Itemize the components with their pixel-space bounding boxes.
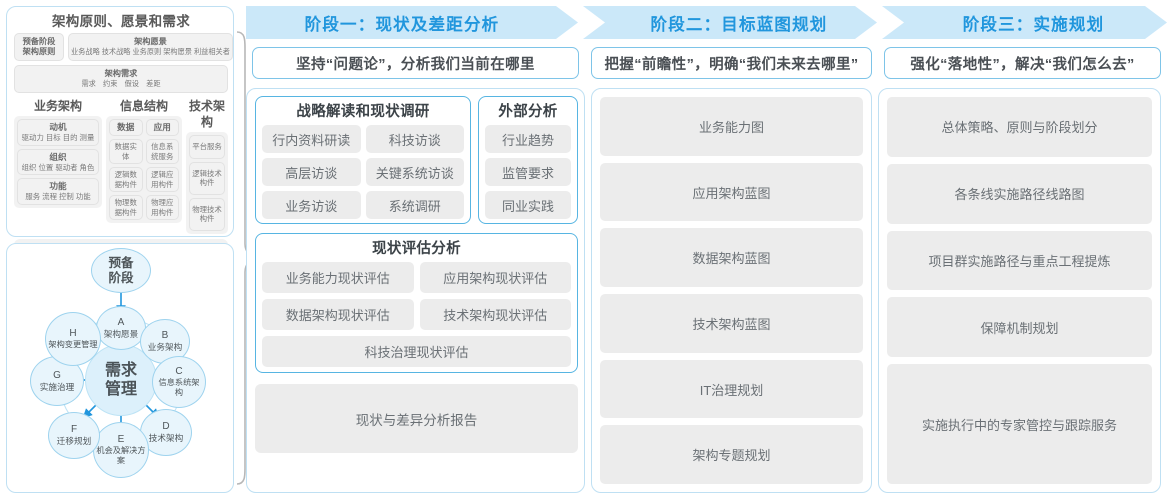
technology-architecture-body: 平台服务 逻辑技术构件 物理技术构件 bbox=[186, 132, 228, 234]
architecture-vision-title: 架构愿景 bbox=[134, 37, 167, 46]
architecture-requirements-items: 需求 约束 假设 差距 bbox=[81, 79, 161, 88]
phase-banner-2-label: 阶段二：目标蓝图规划 bbox=[650, 15, 828, 34]
current-assessment-card: 现状评估分析 业务能力现状评估 应用架构现状评估 数据架构现状评估 技术架构现状… bbox=[255, 233, 578, 373]
tile-strategy-0[interactable]: 行内资料研读 bbox=[262, 125, 361, 153]
business-architecture-head: 业务架构 bbox=[33, 99, 82, 113]
technology-architecture-head: 技术架构 bbox=[188, 99, 225, 129]
phase-1-panel: 战略解读和现状调研 行内资料研读 科技访谈 高层访谈 关键系统访谈 业务访谈 系… bbox=[246, 88, 585, 493]
tile-phase2-0[interactable]: 业务能力图 bbox=[600, 97, 863, 156]
adm-node-c[interactable]: C 信息系统架构 bbox=[152, 356, 206, 408]
external-analysis-tiles: 行业趋势 监管要求 同业实践 bbox=[485, 125, 571, 219]
information-structure-column: 信息结构 数据 数据实体 bbox=[106, 98, 182, 234]
tile-phase3-1[interactable]: 各条线实施路径线路图 bbox=[887, 163, 1152, 224]
information-structure-body: 数据 数据实体 逻辑数据构件 物理数据构件 bbox=[106, 116, 182, 223]
tile-phase2-3[interactable]: 技术架构蓝图 bbox=[600, 294, 863, 353]
left-column: 架构原则、愿景和需求 预备阶段 架构原则 架构愿景 业务战略 技术战略 业务原则… bbox=[6, 6, 258, 493]
tile-assess-2[interactable]: 数据架构现状评估 bbox=[262, 299, 414, 330]
information-structure-head: 信息结构 bbox=[119, 99, 168, 113]
tile-phase2-2[interactable]: 数据架构蓝图 bbox=[600, 228, 863, 288]
architecture-vision-cell: 架构愿景 业务战略 技术战略 业务原则 架构愿景 利益相关者 bbox=[68, 33, 233, 61]
current-assessment-title: 现状评估分析 bbox=[372, 241, 461, 257]
architecture-vision-items: 业务战略 技术战略 业务原则 架构愿景 利益相关者 bbox=[71, 47, 230, 56]
tile-strategy-4[interactable]: 业务访谈 bbox=[262, 191, 361, 219]
business-architecture-body: 动机 驱动力 目标 目的 测量 组织 组织 位置 驱动者 角色 功能 服务 流程… bbox=[14, 116, 102, 208]
prep-phase-cell: 预备阶段 架构原则 bbox=[14, 33, 64, 61]
togaf-framework-panel: 架构原则、愿景和需求 预备阶段 架构原则 架构愿景 业务战略 技术战略 业务原则… bbox=[6, 6, 234, 286]
tile-assess-governance[interactable]: 科技治理现状评估 bbox=[262, 336, 571, 367]
function-cell: 功能 服务 流程 控制 功能 bbox=[17, 178, 99, 205]
data-subcolumn: 数据 数据实体 逻辑数据构件 物理数据构件 bbox=[109, 119, 143, 220]
phase-banner-3[interactable]: 阶段三：实施规划 bbox=[882, 6, 1167, 39]
strategy-research-title: 战略解读和现状调研 bbox=[296, 104, 430, 120]
tile-assess-3[interactable]: 技术架构现状评估 bbox=[419, 299, 571, 330]
tile-phase2-4[interactable]: IT治理规划 bbox=[600, 359, 863, 419]
external-analysis-card: 外部分析 行业趋势 监管要求 同业实践 bbox=[478, 96, 578, 224]
strategy-research-card: 战略解读和现状调研 行内资料研读 科技访谈 高层访谈 关键系统访谈 业务访谈 系… bbox=[255, 96, 471, 224]
business-architecture-column: 业务架构 动机 驱动力 目标 目的 测量 组织 组织 位置 驱动者 角色 bbox=[14, 98, 102, 234]
tile-strategy-5[interactable]: 系统调研 bbox=[365, 191, 464, 219]
phase-banner-2[interactable]: 阶段二：目标蓝图规划 bbox=[583, 6, 877, 39]
tile-strategy-1[interactable]: 科技访谈 bbox=[365, 125, 464, 153]
phase-3-tiles: 总体策略、原则与阶段划分 各条线实施路径线路图 项目群实施路径与重点工程提炼 保… bbox=[887, 97, 1152, 484]
phase-3-panel: 总体策略、原则与阶段划分 各条线实施路径线路图 项目群实施路径与重点工程提炼 保… bbox=[878, 88, 1161, 493]
phase-banner-1[interactable]: 阶段一：现状及差距分析 bbox=[246, 6, 578, 39]
phase-subtitle-1: 坚持“问题论”，分析我们当前在哪里 bbox=[252, 47, 579, 79]
adm-wheel: 预备 阶段 需求 管理 A 架构愿景 B 业务架构 C 信息系统架构 bbox=[7, 244, 235, 494]
phase-2-tiles: 业务能力图 应用架构蓝图 数据架构蓝图 技术架构蓝图 IT治理规划 架构专题规划 bbox=[600, 97, 863, 485]
prep-phase-sub: 架构原则 bbox=[22, 47, 56, 56]
togaf-title: 架构原则、愿景和需求 bbox=[52, 14, 190, 29]
technology-architecture-column: 技术架构 平台服务 逻辑技术构件 物理技术构件 bbox=[186, 98, 228, 234]
phase-banner-3-label: 阶段三：实施规划 bbox=[962, 15, 1105, 34]
togaf-inner: 架构原则、愿景和需求 预备阶段 架构原则 架构愿景 业务战略 技术战略 业务原则… bbox=[14, 13, 233, 286]
tile-strategy-2[interactable]: 高层访谈 bbox=[262, 158, 361, 186]
organization-cell: 组织 组织 位置 驱动者 角色 bbox=[17, 148, 99, 175]
togaf-vision-row: 预备阶段 架构原则 架构愿景 业务战略 技术战略 业务原则 架构愿景 利益相关者 bbox=[14, 33, 233, 61]
prep-phase-title: 预备阶段 bbox=[22, 37, 56, 46]
strategy-research-tiles: 行内资料研读 科技访谈 高层访谈 关键系统访谈 业务访谈 系统调研 bbox=[262, 125, 464, 219]
togaf-domain-columns: 业务架构 动机 驱动力 目标 目的 测量 组织 组织 位置 驱动者 角色 bbox=[14, 98, 228, 234]
tile-external-1[interactable]: 监管要求 bbox=[485, 158, 571, 186]
adm-node-a[interactable]: A 架构愿景 bbox=[96, 306, 146, 350]
tile-external-0[interactable]: 行业趋势 bbox=[485, 125, 571, 153]
adm-node-prep[interactable]: 预备 阶段 bbox=[91, 248, 151, 293]
motivation-cell: 动机 驱动力 目标 目的 测量 bbox=[17, 119, 99, 146]
tile-phase2-5[interactable]: 架构专题规划 bbox=[600, 425, 863, 485]
adm-node-b[interactable]: B 业务架构 bbox=[140, 319, 190, 364]
tile-phase3-4[interactable]: 实施执行中的专家管控与跟踪服务 bbox=[887, 364, 1152, 484]
architecture-requirements-cell: 架构需求 需求 约束 假设 差距 bbox=[14, 65, 228, 93]
tile-external-2[interactable]: 同业实践 bbox=[485, 191, 571, 219]
gap-analysis-report-tile[interactable]: 现状与差异分析报告 bbox=[255, 384, 578, 453]
tile-phase3-0[interactable]: 总体策略、原则与阶段划分 bbox=[887, 97, 1152, 157]
tile-assess-1[interactable]: 应用架构现状评估 bbox=[419, 262, 571, 293]
external-analysis-title: 外部分析 bbox=[498, 104, 558, 120]
phase-subtitle-2: 把握“前瞻性”，明确“我们未来去哪里” bbox=[591, 47, 872, 79]
phase-banner-1-label: 阶段一：现状及差距分析 bbox=[304, 15, 500, 34]
tile-phase2-1[interactable]: 应用架构蓝图 bbox=[600, 162, 863, 222]
adm-node-e[interactable]: E 机会及解决方案 bbox=[93, 422, 149, 478]
tile-assess-0[interactable]: 业务能力现状评估 bbox=[262, 262, 414, 293]
tile-strategy-3[interactable]: 关键系统访谈 bbox=[365, 158, 464, 186]
architecture-requirements-title: 架构需求 bbox=[104, 69, 138, 78]
application-subcolumn: 应用 信息系统服务 逻辑应用构件 物理应用构件 bbox=[145, 119, 179, 220]
current-assessment-tiles: 业务能力现状评估 应用架构现状评估 数据架构现状评估 技术架构现状评估 bbox=[262, 262, 571, 330]
tile-phase3-3[interactable]: 保障机制规划 bbox=[887, 297, 1152, 358]
phase-2-panel: 业务能力图 应用架构蓝图 数据架构蓝图 技术架构蓝图 IT治理规划 架构专题规划 bbox=[591, 88, 872, 493]
adm-node-h[interactable]: H 架构变更管理 bbox=[45, 312, 101, 366]
tile-phase3-2[interactable]: 项目群实施路径与重点工程提炼 bbox=[887, 230, 1152, 291]
phase-subtitle-3: 强化“落地性”，解决“我们怎么去” bbox=[884, 47, 1161, 79]
adm-node-f[interactable]: F 迁移规划 bbox=[48, 412, 100, 459]
adm-cycle-panel: 预备 阶段 需求 管理 A 架构愿景 B 业务架构 C 信息系统架构 bbox=[6, 243, 234, 493]
